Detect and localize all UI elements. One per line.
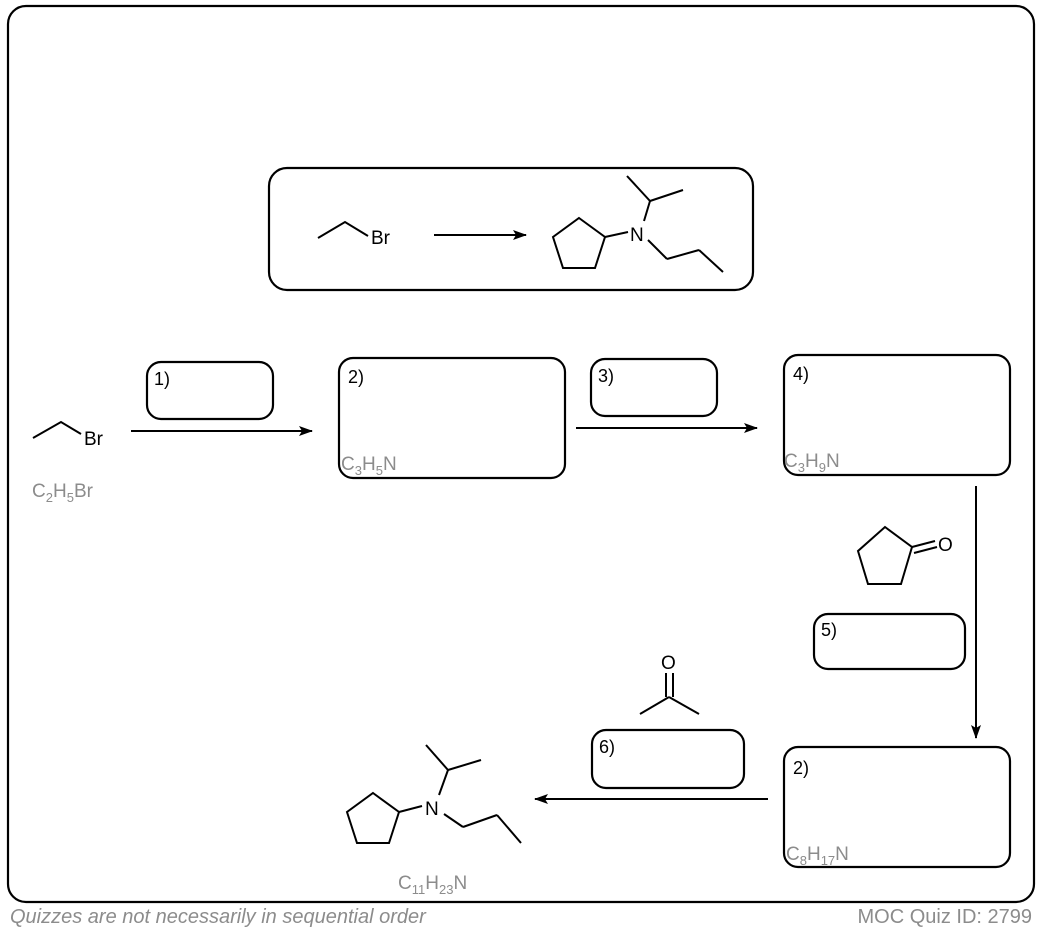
step-5-box[interactable]: 5) <box>812 612 967 671</box>
acetone-reagent: O <box>639 653 700 715</box>
acetone-oxygen: O <box>661 653 676 674</box>
product-molecule: N C11H23N <box>345 744 522 897</box>
step-6-box[interactable]: 6) <box>590 728 746 790</box>
overview-start-molecule: Br <box>317 220 391 249</box>
intermediate-c3h5n-formula: C3H5N <box>341 454 397 478</box>
step-3-box[interactable]: 3) <box>589 357 719 418</box>
step-1-box[interactable]: 1) <box>145 360 275 421</box>
outer-frame <box>6 4 1036 904</box>
start-molecule: Br C2H5Br <box>32 420 104 505</box>
step-6-label: 6) <box>599 737 615 757</box>
intermediate-c3h5n-box[interactable]: 2) C3H5N <box>337 356 567 480</box>
quiz-id: MOC Quiz ID: 2799 <box>857 906 1032 928</box>
intermediate-c3h9n-formula: C3H9N <box>784 451 840 475</box>
intermediate-c3h5n-label: 2) <box>348 367 364 387</box>
product-atom: N <box>425 799 439 820</box>
overview-product-molecule: N <box>551 175 724 273</box>
step-3-label: 3) <box>598 366 614 386</box>
overview-product-atom: N <box>630 225 644 246</box>
cyclopentanone-oxygen: O <box>938 535 953 556</box>
overview-frame <box>267 166 755 292</box>
product-formula: C11H23N <box>398 873 467 897</box>
start-atom: Br <box>84 429 104 450</box>
intermediate-c3h9n-label: 4) <box>793 364 809 384</box>
intermediate-c3h9n-box[interactable]: 4) C3H9N <box>782 353 1012 477</box>
step-1-label: 1) <box>154 369 170 389</box>
overview-start-atom: Br <box>371 228 391 249</box>
step-5-label: 5) <box>821 620 837 640</box>
overview-box: Br N <box>267 166 755 292</box>
intermediate-c8h17n-formula: C8H17N <box>786 844 849 868</box>
intermediate-c8h17n-box[interactable]: 2) C8H17N <box>782 745 1012 869</box>
start-formula: C2H5Br <box>32 481 94 505</box>
footer-note: Quizzes are not necessarily in sequentia… <box>10 906 426 928</box>
cyclopentanone-reagent: O <box>856 525 953 585</box>
intermediate-c8h17n-label: 2) <box>793 758 809 778</box>
